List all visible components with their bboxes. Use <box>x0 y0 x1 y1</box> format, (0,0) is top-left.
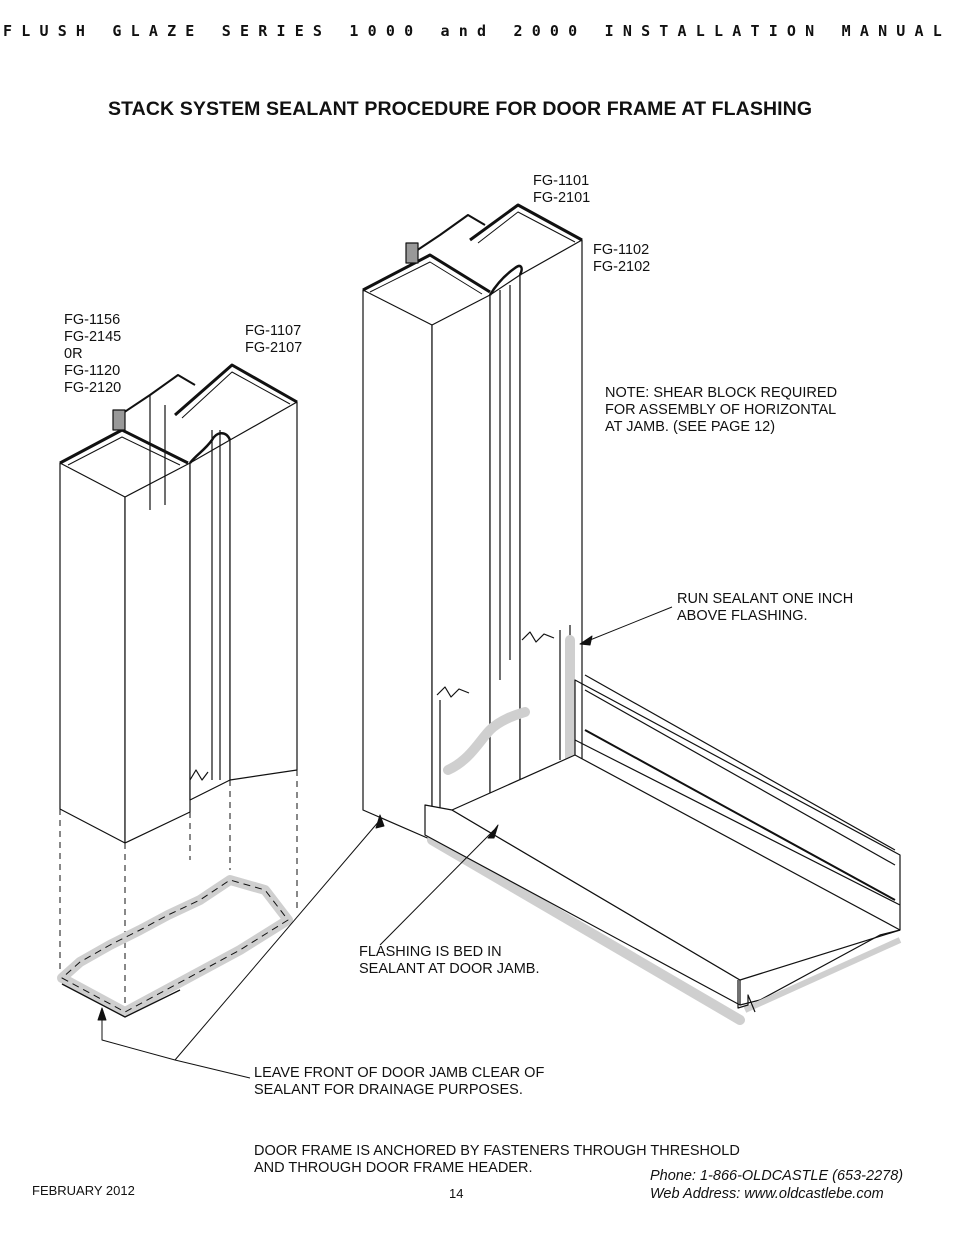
label-line: NOTE: SHEAR BLOCK REQUIRED <box>605 385 838 401</box>
page-title: STACK SYSTEM SEALANT PROCEDURE FOR DOOR … <box>108 98 813 120</box>
label-line: FLASHING IS BED IN <box>359 944 502 960</box>
note-flashing: FLASHING IS BED IN SEALANT AT DOOR JAMB. <box>359 944 540 978</box>
label-line: FG-2101 <box>533 190 591 206</box>
left-sealant-outline <box>57 875 293 1018</box>
label-line: SEALANT AT DOOR JAMB. <box>359 961 540 977</box>
label-line: FG-2107 <box>245 340 303 356</box>
note-run-sealant: RUN SEALANT ONE INCH ABOVE FLASHING. <box>677 591 853 625</box>
label-line: FG-2120 <box>64 380 122 396</box>
label-line: FG-1120 <box>64 363 121 379</box>
label-line: FG-2102 <box>593 259 651 275</box>
footer-contact: Phone: 1-866-OLDCASTLE (653-2278) Web Ad… <box>650 1167 903 1203</box>
label-line: AND THROUGH DOOR FRAME HEADER. <box>254 1160 533 1176</box>
label-left-adaptor: FG-1107 FG-2107 <box>245 323 302 357</box>
label-line: 0R <box>64 346 83 362</box>
label-line: LEAVE FRONT OF DOOR JAMB CLEAR OF <box>254 1065 545 1081</box>
note-anchored: DOOR FRAME IS ANCHORED BY FASTENERS THRO… <box>254 1143 740 1177</box>
left-mullion <box>59 363 298 1017</box>
label-left-part: FG-1156 FG-2145 0R FG-1120 FG-2120 <box>64 312 121 397</box>
page-number: 14 <box>449 1186 464 1201</box>
footer-web: Web Address: www.oldcastlebe.com <box>650 1186 884 1202</box>
label-line: AT JAMB. (SEE PAGE 12) <box>605 419 776 435</box>
label-line: FG-1102 <box>593 242 650 258</box>
note-leave-front: LEAVE FRONT OF DOOR JAMB CLEAR OF SEALAN… <box>254 1065 544 1099</box>
label-line: FG-1107 <box>245 323 302 339</box>
label-line: FG-1156 <box>64 312 121 328</box>
label-line: FOR ASSEMBLY OF HORIZONTAL <box>605 402 837 418</box>
label-line: RUN SEALANT ONE INCH <box>677 591 854 607</box>
label-line: FG-1101 <box>533 173 590 189</box>
label-line: FG-2145 <box>64 329 122 345</box>
manual-header: FLUSH GLAZE SERIES 1000 and 2000 INSTALL… <box>3 22 951 40</box>
label-line: ABOVE FLASHING. <box>677 608 808 624</box>
flashing-sill <box>424 674 902 1013</box>
label-right-side: FG-1102 FG-2102 <box>593 242 650 276</box>
label-line: DOOR FRAME IS ANCHORED BY FASTENERS THRO… <box>254 1143 740 1159</box>
label-line: SEALANT FOR DRAINAGE PURPOSES. <box>254 1082 523 1098</box>
note-shear-block: NOTE: SHEAR BLOCK REQUIRED FOR ASSEMBLY … <box>605 385 837 436</box>
label-right-top: FG-1101 FG-2101 <box>533 173 590 207</box>
footer-phone: Phone: 1-866-OLDCASTLE (653-2278) <box>650 1168 904 1184</box>
right-jamb <box>362 203 583 841</box>
footer-date: FEBRUARY 2012 <box>32 1183 135 1198</box>
leader-lines <box>97 606 673 1079</box>
